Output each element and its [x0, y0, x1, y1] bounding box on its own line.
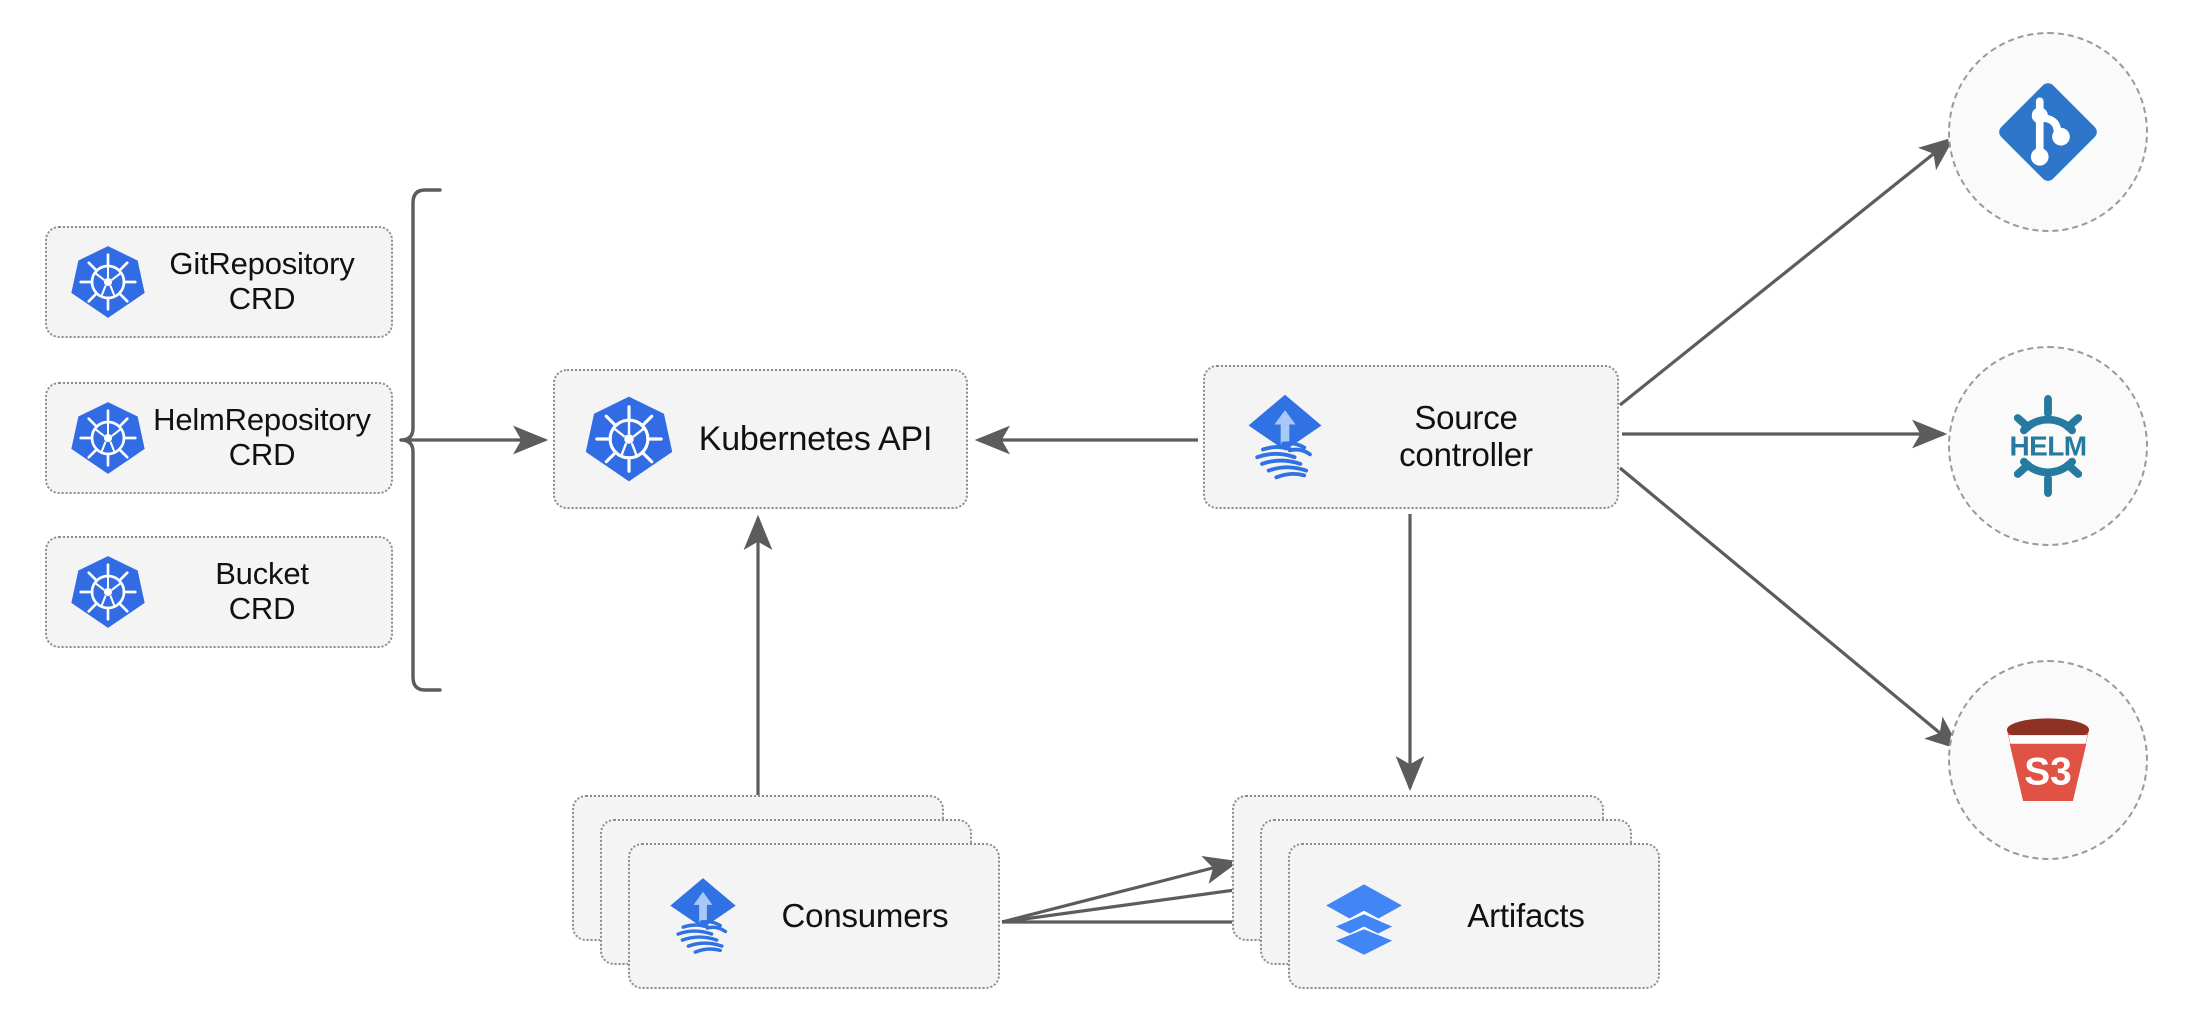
edge-source-controller-to-git: [1618, 136, 1955, 407]
edge-source-controller-to-s3: [1618, 466, 1961, 751]
git-source-circle[interactable]: [1948, 32, 2148, 232]
crd-card-bucket[interactable]: Bucket CRD: [45, 536, 393, 648]
edge-consumers-to-artifacts-top: [1001, 855, 1240, 924]
helm-source-circle[interactable]: HELM: [1948, 346, 2148, 546]
artifacts-node[interactable]: Artifacts: [1232, 795, 1660, 995]
kubernetes-icon: [69, 243, 147, 321]
artifacts-stack-layer-front[interactable]: Artifacts: [1288, 843, 1660, 989]
s3-wordmark: S3: [2024, 750, 2072, 793]
helm-icon: HELM: [1992, 390, 2104, 502]
source-controller-label: Source controller: [1399, 399, 1533, 473]
edge-consumers-to-artifacts-mid: [1001, 876, 1268, 924]
s3-icon: S3: [1994, 706, 2102, 814]
git-icon: [1989, 73, 2107, 191]
crd-card-label: Bucket CRD: [215, 556, 309, 626]
kubernetes-icon: [69, 399, 147, 477]
layers-icon: [1320, 872, 1408, 960]
kubernetes-icon: [69, 553, 147, 631]
crd-card-gitrepository[interactable]: GitRepository CRD: [45, 226, 393, 338]
consumers-node[interactable]: Consumers: [572, 795, 1000, 995]
source-controller-node[interactable]: Source controller: [1203, 365, 1619, 509]
artifacts-label: Artifacts: [1467, 896, 1585, 934]
crd-card-helmrepository[interactable]: HelmRepository CRD: [45, 382, 393, 494]
consumers-stack-layer-front[interactable]: Consumers: [628, 843, 1000, 989]
crd-card-label: HelmRepository CRD: [153, 402, 371, 472]
flux-icon: [660, 873, 746, 959]
curly-brace-group-icon: [399, 188, 442, 692]
s3-source-circle[interactable]: S3: [1948, 660, 2148, 860]
crd-card-label: GitRepository CRD: [169, 246, 355, 316]
kubernetes-api-label: Kubernetes API: [698, 419, 933, 458]
kubernetes-icon: [583, 393, 675, 485]
consumers-label: Consumers: [781, 896, 949, 934]
kubernetes-api-node[interactable]: Kubernetes API: [553, 369, 968, 509]
helm-wordmark: HELM: [2009, 431, 2086, 462]
flux-icon: [1237, 389, 1333, 485]
